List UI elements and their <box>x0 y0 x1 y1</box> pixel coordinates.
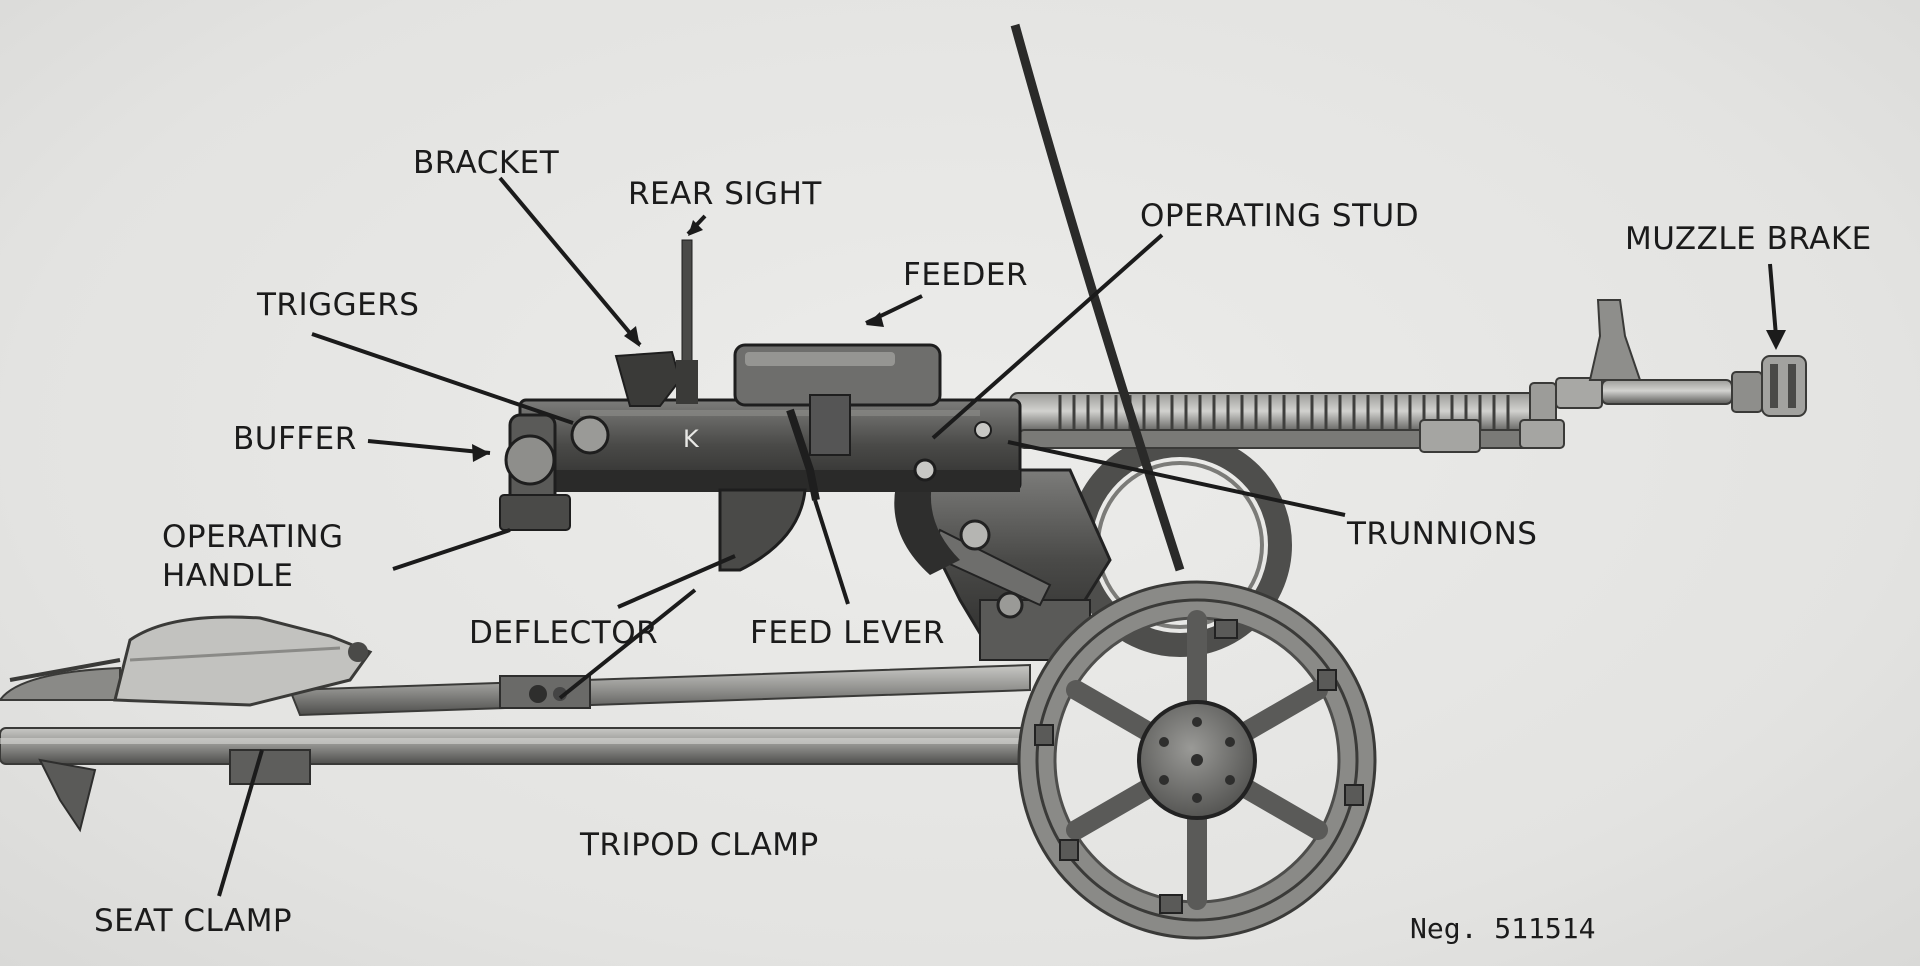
label-bracket: BRACKET <box>413 145 560 181</box>
label-feed-lever: FEED LEVER <box>750 615 945 651</box>
label-tripod-clamp: TRIPOD CLAMP <box>580 827 819 863</box>
label-triggers: TRIGGERS <box>257 287 420 323</box>
front-wheel <box>1017 580 1377 940</box>
trail-leg <box>0 658 1031 833</box>
elevating-rod <box>1010 23 1185 572</box>
barrel-assembly <box>1009 299 1807 453</box>
label-operating-handle-line2: HANDLE <box>162 557 294 594</box>
label-seat-clamp: SEAT CLAMP <box>94 903 293 939</box>
seat <box>113 615 373 707</box>
label-muzzle-brake: MUZZLE BRAKE <box>1625 221 1872 257</box>
label-rear-sight: REAR SIGHT <box>628 176 822 212</box>
mount-cradle <box>894 468 1112 661</box>
negative-number: Neg. 511514 <box>1410 912 1596 945</box>
receiver <box>499 239 1022 572</box>
label-feeder: FEEDER <box>903 257 1029 293</box>
label-deflector: DEFLECTOR <box>469 615 659 651</box>
label-operating-handle-line1: OPERATING <box>162 519 344 555</box>
receiver-mark: K <box>683 425 700 453</box>
label-buffer: BUFFER <box>233 421 357 457</box>
leader-arrowheads <box>472 220 1786 462</box>
leader-lines <box>217 176 1778 897</box>
label-trunnions: TRUNNIONS <box>1347 516 1538 552</box>
label-operating-stud: OPERATING STUD <box>1140 198 1420 234</box>
label-operating-handle: OPERATING HANDLE <box>162 518 344 596</box>
